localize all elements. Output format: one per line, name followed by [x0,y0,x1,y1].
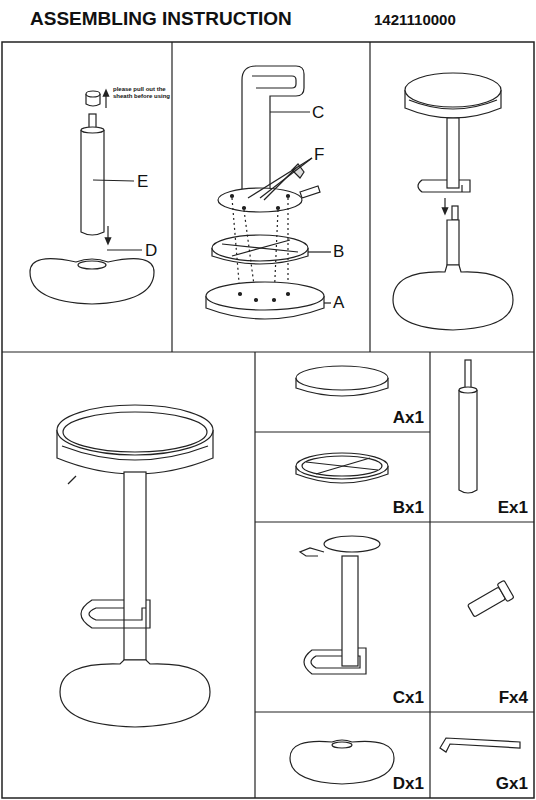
note-text: please pull out the sheath before using [113,86,171,100]
parts-cell: Fx4 [430,522,534,712]
parts-cell: Cx1 [255,522,430,712]
part-letter: F [314,145,324,165]
part-count: Cx1 [393,688,424,708]
parts-cell: Dx1 [255,712,430,798]
part-count: Dx1 [393,774,424,794]
part-count: Ax1 [393,408,424,428]
part-count: Ex1 [498,498,528,518]
part-letter: E [137,172,148,192]
parts-cell: Ax1 [255,352,430,432]
sheet-title: ASSEMBLING INSTRUCTION [30,8,292,30]
part-count: Bx1 [393,498,424,518]
part-count: Gx1 [496,774,528,794]
model-number: 1421110000 [374,11,456,28]
part-letter: B [333,242,344,262]
parts-cell: Ex1 [430,352,534,522]
part-count: Fx4 [499,688,528,708]
parts-cell: Bx1 [255,432,430,522]
part-letter: D [145,241,157,261]
parts-cell: Gx1 [430,712,534,798]
part-letter: C [312,103,324,123]
part-letter: A [333,293,344,313]
